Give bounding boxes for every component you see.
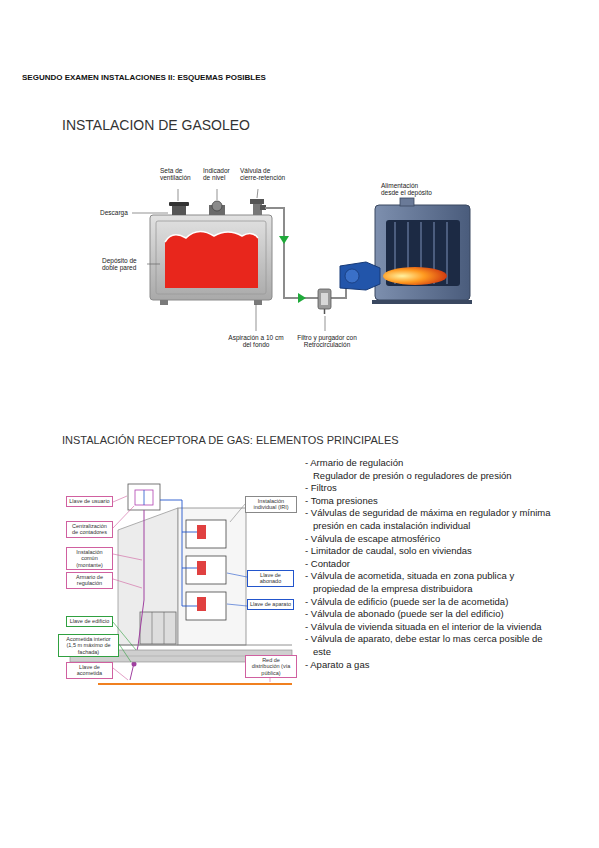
- part-label: Indicador de nivel: [203, 167, 235, 182]
- list-item: - Válvulas de seguridad de máxima en reg…: [305, 507, 555, 532]
- list-item: - Aparato a gas: [305, 659, 555, 672]
- box-text: Instalación individual (IRI): [248, 498, 294, 511]
- label-box: Acometida interior (1,5 m máximo de fach…: [58, 634, 119, 657]
- box-text: Instalación común (montante): [69, 549, 110, 568]
- part-label: Descarga: [100, 209, 132, 216]
- box-text: Llave de usuario: [69, 498, 110, 504]
- element-list: - Armario de regulaciónRegulador de pres…: [305, 457, 555, 671]
- box-text: Armario de regulación: [69, 574, 110, 587]
- list-item: - Filtros: [305, 482, 555, 495]
- list-item: Regulador de presión o reguladores de pr…: [305, 470, 555, 483]
- label-box: Centralización de contadores: [66, 521, 113, 538]
- label-box: Llave de usuario: [66, 496, 113, 507]
- box-text: Red de distribución (vía pública): [248, 657, 294, 676]
- list-item: - Contador: [305, 558, 555, 571]
- label-box: Llave de abonado: [247, 570, 294, 587]
- label-box: Armario de regulación: [66, 572, 113, 589]
- list-item: - Armario de regulación: [305, 457, 555, 470]
- oil-pipe: [265, 208, 346, 314]
- part-label: Aspiración a 10 cm del fondo: [226, 334, 286, 349]
- building: [118, 484, 246, 645]
- part-label: Seta de ventilación: [160, 167, 196, 182]
- page-title: SEGUNDO EXAMEN INSTALACIONES II: ESQUEMA…: [22, 73, 266, 82]
- section-heading: INSTALACION DE GASOLEO: [62, 117, 250, 133]
- burner: [340, 262, 380, 290]
- label-box: Instalación común (montante): [66, 547, 113, 570]
- tank-fittings: [169, 199, 266, 215]
- part-label: Depósito de doble pared: [102, 257, 146, 272]
- label-box: Instalación individual (IRI): [245, 496, 297, 513]
- list-item: - Válvula de edificio (puede ser la de a…: [305, 596, 555, 609]
- boiler: [372, 198, 472, 304]
- list-item: - Válvula de abonado (puede ser la del e…: [305, 608, 555, 621]
- label-box: Llave de edificio: [66, 616, 113, 627]
- label-box: Red de distribución (vía pública): [245, 655, 297, 678]
- box-text: Llave de abonado: [250, 572, 291, 585]
- oil-tank: [150, 215, 272, 305]
- leader-lines: [132, 189, 325, 331]
- box-text: Acometida interior (1,5 m máximo de fach…: [61, 636, 116, 655]
- list-item: - Válvula de escape atmosférico: [305, 533, 555, 546]
- list-item: - Válvula de vivienda situada en el inte…: [305, 621, 555, 634]
- part-label: Filtro y purgador con Retrocirculación: [296, 334, 358, 349]
- label-box: Llave de acometida: [66, 662, 113, 679]
- list-item: - Limitador de caudal, solo en viviendas: [305, 545, 555, 558]
- list-item: - Toma presiones: [305, 495, 555, 508]
- section-heading: INSTALACIÓN RECEPTORA DE GAS: ELEMENTOS …: [62, 434, 399, 447]
- part-label: Válvula de cierre-retención: [240, 167, 288, 182]
- list-item: - Válvula de aparato, debe estar lo mas …: [305, 633, 555, 658]
- part-label: Alimentación desde el depósito: [381, 182, 433, 197]
- box-text: Llave de aparato: [250, 601, 291, 607]
- box-text: Llave de edificio: [69, 618, 110, 624]
- list-item: - Válvula de acometida, situada en zona …: [305, 570, 555, 595]
- box-text: Llave de acometida: [69, 664, 110, 677]
- box-text: Centralización de contadores: [69, 523, 110, 536]
- label-box: Llave de aparato: [247, 599, 294, 610]
